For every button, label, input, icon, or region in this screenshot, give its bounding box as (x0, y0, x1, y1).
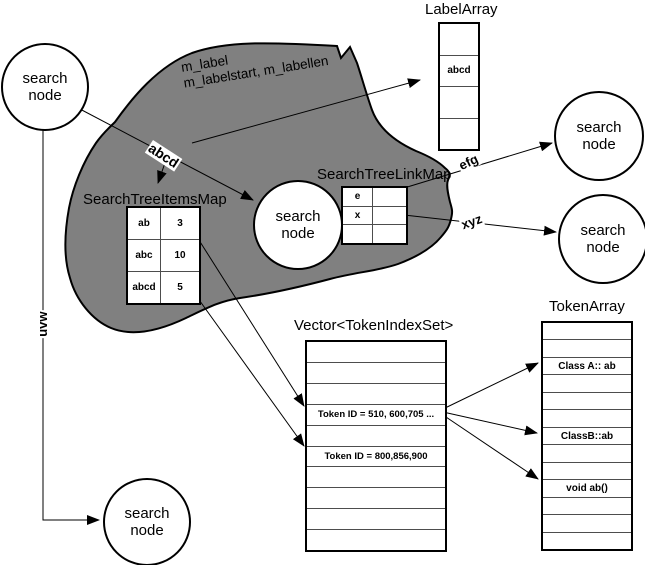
token-array-cell (543, 444, 631, 461)
search-node-label: search node (576, 118, 622, 153)
vector-cell (307, 382, 445, 404)
token-array-cell (543, 391, 631, 409)
link-map-value (373, 207, 406, 225)
link-map-key: e (343, 188, 373, 206)
link-map-key (343, 225, 373, 244)
arrow-uvw-node-to-bottom-node (42, 127, 100, 525)
token-array-cell: void ab() (543, 479, 631, 496)
link-map-key: x (343, 206, 373, 225)
link-map-row (343, 224, 406, 244)
link-map-title: SearchTreeLinkMap (317, 166, 452, 183)
token-array-cell: Class A:: ab (543, 356, 631, 374)
label-array-cell: abcd (440, 54, 478, 87)
link-map-value (373, 188, 406, 206)
items-map-key: abc (128, 240, 161, 271)
arrow-vector-to-token-void-ab (442, 414, 539, 480)
token-array-table: Class A:: ab ClassB::ab void ab() (541, 321, 633, 551)
token-array-cell (543, 323, 631, 339)
arrow-items-5-to-vector-row (196, 296, 305, 447)
search-node-blob-center: search node (253, 180, 343, 270)
search-node-label: search node (124, 504, 170, 539)
label-array-title: LabelArray (425, 1, 498, 18)
token-array-cell (543, 374, 631, 391)
items-map-row: abc 10 (128, 239, 199, 271)
label-array-cell (440, 24, 478, 55)
vector-cell (307, 529, 445, 550)
edge-label-uvw: uvw (34, 310, 51, 339)
search-node-label: search node (22, 69, 68, 104)
link-map-row: e (343, 188, 406, 206)
items-map-value: 3 (177, 218, 183, 229)
token-array-cell (543, 461, 631, 479)
token-array-cell (543, 531, 631, 549)
link-map-table: e x (341, 186, 408, 245)
vector-cell: Token ID = 510, 600,705 ... (307, 403, 445, 425)
arrow-items-3-to-vector-row (196, 236, 305, 407)
search-node-bottom: search node (103, 478, 191, 565)
label-array-cell (440, 86, 478, 118)
label-array-table: abcd (438, 22, 480, 151)
link-map-row: x (343, 205, 406, 225)
search-node-label: search node (275, 207, 321, 242)
vector-cell (307, 508, 445, 529)
vector-cell (307, 361, 445, 383)
vector-table: Token ID = 510, 600,705 ... Token ID = 8… (305, 340, 447, 552)
search-node-label: search node (580, 221, 626, 256)
token-array-title: TokenArray (549, 298, 625, 315)
search-node-top-left: search node (1, 43, 89, 131)
items-map-value: 5 (177, 282, 183, 293)
search-node-right-top: search node (554, 91, 644, 181)
token-array-cell (543, 514, 631, 531)
items-map-key: abcd (128, 272, 161, 303)
vector-cell: Token ID = 800,856,900 (307, 445, 445, 467)
arrow-vector-to-token-class-b (442, 411, 538, 436)
items-map-title: SearchTreeItemsMap (83, 191, 227, 208)
label-array-cell (440, 117, 478, 150)
arrow-vector-to-token-class-a (442, 362, 539, 410)
vector-cell (307, 424, 445, 446)
vector-cell (307, 342, 445, 362)
items-map-table: ab 3 abc 10 abcd 5 (126, 206, 201, 305)
vector-cell (307, 466, 445, 487)
items-map-row: abcd 5 (128, 271, 199, 303)
items-map-row: ab 3 (128, 208, 199, 239)
token-array-cell: ClassB::ab (543, 426, 631, 444)
search-node-right-middle: search node (558, 194, 645, 284)
vector-cell (307, 487, 445, 508)
arrow-mlabel-to-label-array (191, 78, 421, 144)
vector-title: Vector<TokenIndexSet> (294, 317, 454, 334)
token-array-cell (543, 339, 631, 356)
items-map-key: ab (128, 208, 161, 239)
token-array-cell (543, 409, 631, 426)
token-array-cell (543, 496, 631, 514)
link-map-value (373, 225, 406, 243)
items-map-value: 10 (174, 250, 186, 261)
